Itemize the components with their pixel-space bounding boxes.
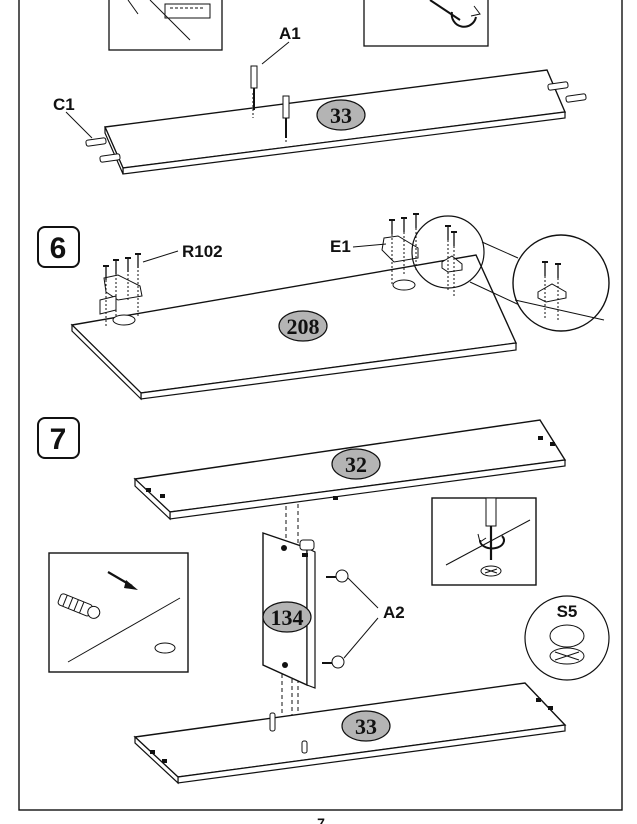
part-number-badge-33-top: 33	[316, 99, 366, 131]
leader-r102	[142, 250, 179, 263]
callout-a2: A2	[383, 603, 405, 622]
dowel-c1-right-2	[565, 93, 587, 103]
part-number-32: 32	[345, 452, 367, 477]
dowel-c1-right-1	[547, 81, 569, 91]
part-number-badge-33-bottom: 33	[341, 710, 391, 742]
page-frame	[18, 0, 623, 811]
part-number-badge-208: 208	[278, 310, 328, 342]
detail-box-cam-insert	[48, 552, 189, 673]
dowel-c1-left-2	[99, 153, 121, 163]
step-7-marker: 7	[37, 417, 80, 459]
detail-box-top-right	[363, 0, 489, 47]
hinge-left	[99, 253, 143, 326]
callout-r102: R102	[182, 242, 223, 261]
leader-a1	[261, 41, 290, 65]
part-number-208: 208	[287, 314, 320, 339]
detail-box-top-left	[108, 0, 223, 51]
page-number: 7	[317, 815, 325, 824]
cam-bolt-a2-top	[326, 569, 349, 583]
cam-bolt-a2-bottom	[322, 655, 345, 669]
zoom-detail-circle	[411, 215, 610, 332]
cam-bolt-a1-left	[250, 65, 258, 110]
part-number-33-top: 33	[330, 103, 352, 128]
leader-c1	[65, 111, 93, 139]
leader-e1	[352, 243, 387, 248]
step-6-number: 6	[50, 232, 67, 265]
detail-box-screwdriver	[431, 497, 537, 586]
part-number-134: 134	[271, 605, 304, 630]
callout-e1: E1	[330, 237, 351, 256]
callout-c1: C1	[53, 95, 75, 114]
part-number-33-bottom: 33	[355, 714, 377, 739]
step-7-number: 7	[50, 423, 67, 456]
mounting-plate	[441, 225, 463, 296]
s5-cover-cap-detail: S5	[524, 595, 610, 681]
hinge-right-e1	[381, 213, 420, 286]
dowel-c1-left-1	[85, 137, 107, 147]
part-number-badge-134: 134	[262, 601, 312, 633]
part-number-badge-32: 32	[331, 448, 381, 480]
callout-s5: S5	[557, 602, 578, 621]
leader-a2-bottom	[343, 617, 379, 659]
leader-a2-top	[347, 577, 379, 609]
step-6-marker: 6	[37, 226, 80, 268]
cam-bolt-a1-right	[282, 95, 290, 138]
callout-a1: A1	[279, 24, 301, 43]
